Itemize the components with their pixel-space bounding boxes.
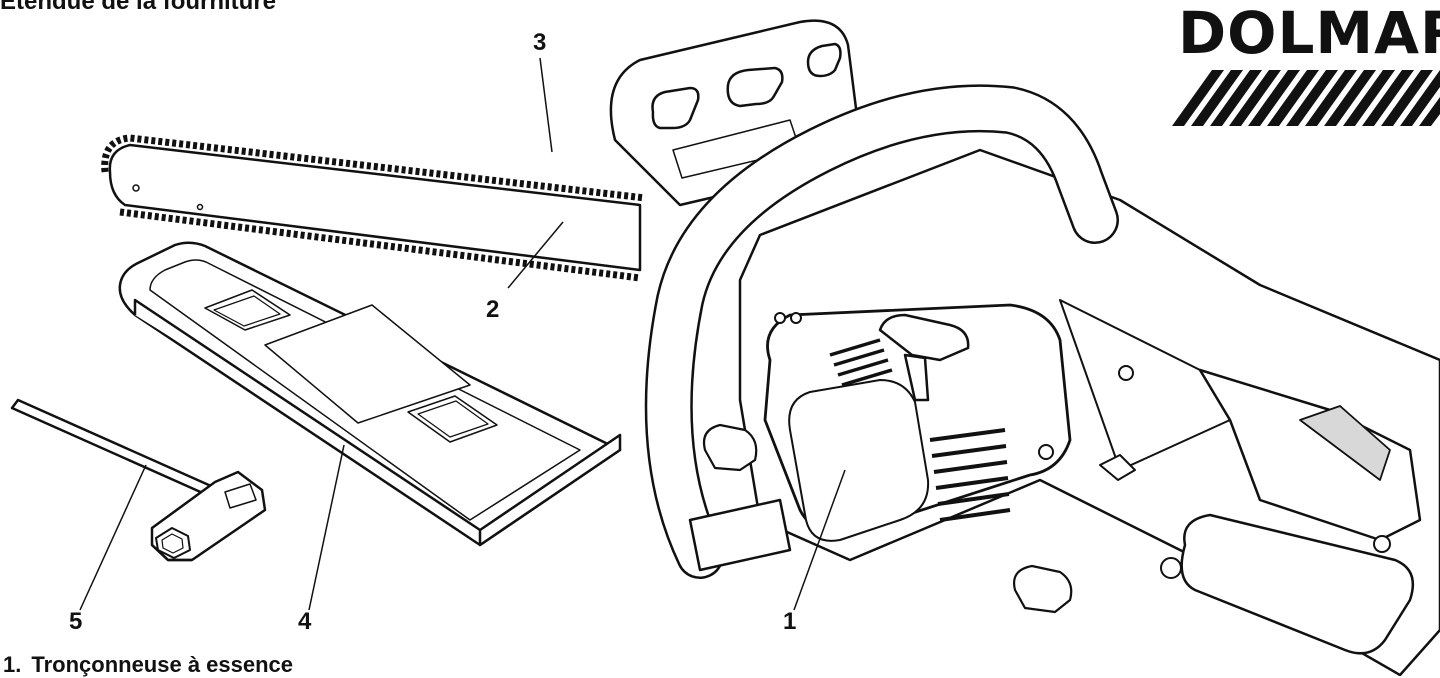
brand-name: DOLMAR	[1178, 0, 1440, 67]
bar-cover-drawing	[118, 241, 622, 547]
leader-lines	[79, 57, 846, 611]
front-handle-drawing	[644, 84, 1119, 579]
chainsaw-body-drawing	[702, 148, 1440, 676]
callout-5: 5	[69, 608, 83, 635]
callout-1: 1	[783, 608, 797, 635]
page-title: Étendue de la fourniture	[0, 0, 277, 15]
wrench-drawing	[10, 398, 267, 562]
legend-number: 1.	[3, 652, 22, 677]
dolmar-logo: DOLMAR	[1172, 0, 1440, 135]
legend-label: Tronçonneuse à essence	[31, 652, 294, 677]
callout-4: 4	[298, 608, 312, 635]
legend-item-1: 1. Tronçonneuse à essence	[3, 652, 293, 678]
callout-2: 2	[486, 296, 500, 323]
callout-3: 3	[533, 29, 547, 56]
guide-bar-drawing	[101, 134, 646, 282]
logo-stripes	[1172, 70, 1440, 126]
